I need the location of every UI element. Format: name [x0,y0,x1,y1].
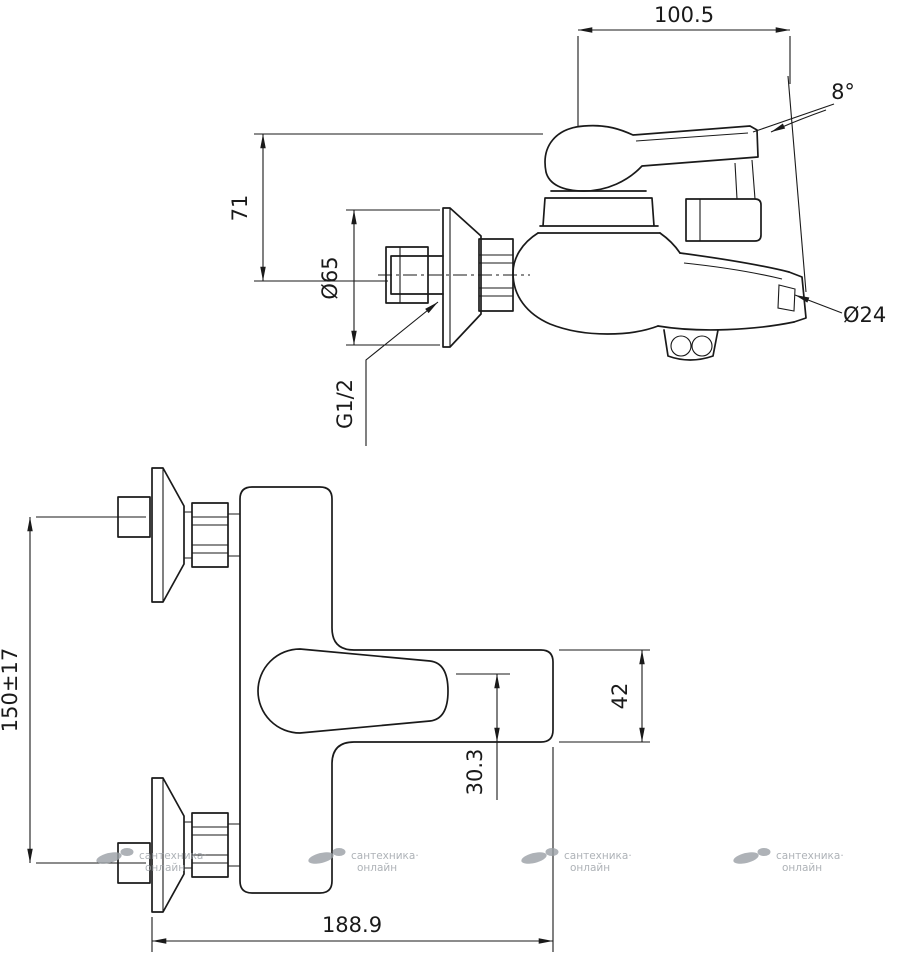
dim-spout-body-height: 42 [559,649,650,743]
dim-label-connection-thread: G1/2 [333,379,357,429]
watermark-text-line1: сантехника· [776,850,844,862]
watermarks: сантехника· онлайн сантехника· онлайн са… [96,848,844,874]
side-view: 100.5 8° 71 Ø65 G1/2 Ø24 [228,3,886,446]
watermark-logo-icon [96,848,134,864]
dim-label-overall-depth: 188.9 [322,913,382,937]
watermark-logo-icon [733,848,771,864]
watermark-logo-icon [308,848,346,864]
dim-label-escutcheon-diameter: Ø65 [318,256,342,299]
dim-label-outlet-offset: 30.3 [463,749,487,796]
dim-label-handle-angle: 8° [831,80,855,104]
dim-top-width: 100.5 [577,3,791,126]
dim-spout-outlet-diameter: Ø24 [794,294,886,327]
mount-bottom-outline [117,777,240,913]
dim-connection-thread: G1/2 [333,301,439,446]
dim-mount-centers: 150±17 [0,516,146,864]
watermark-text-line2: онлайн [782,862,822,874]
front-handle-outline [257,648,449,734]
spout-outline [657,252,807,331]
dim-label-top-width: 100.5 [654,3,714,27]
dim-label-body-height: 71 [228,195,252,222]
diverter-outline [663,329,719,361]
watermark: сантехника· онлайн [733,848,844,874]
handle-outline [544,124,759,200]
dim-label-spout-body-height: 42 [608,683,632,710]
watermark-text-line2: онлайн [357,862,397,874]
dim-handle-angle: 8° [752,75,855,293]
watermark: сантехника· онлайн [308,848,419,874]
dim-body-height: 71 [228,133,543,282]
wall-mount-outline [378,207,530,348]
mount-top-outline [117,467,240,603]
dim-outlet-offset: 30.3 [456,673,510,800]
front-view: 150±17 42 30.3 188.9 [0,467,650,952]
dim-label-mount-centers: 150±17 [0,648,22,732]
watermark-text-line2: онлайн [145,862,185,874]
watermark-text-line1: сантехника· [139,850,207,862]
body-top-block [685,198,762,242]
watermark-text-line1: сантехника· [351,850,419,862]
body-outline [512,232,681,335]
watermark-logo-icon [521,848,559,864]
dim-label-spout-outlet-diameter: Ø24 [843,303,886,327]
watermark: сантехника· онлайн [521,848,632,874]
cartridge-outline [537,190,661,234]
watermark-text-line1: сантехника· [564,850,632,862]
dim-escutcheon-diameter: Ø65 [318,209,440,346]
front-body-outline [239,486,554,894]
watermark-text-line2: онлайн [570,862,610,874]
watermark: сантехника· онлайн [96,848,207,874]
